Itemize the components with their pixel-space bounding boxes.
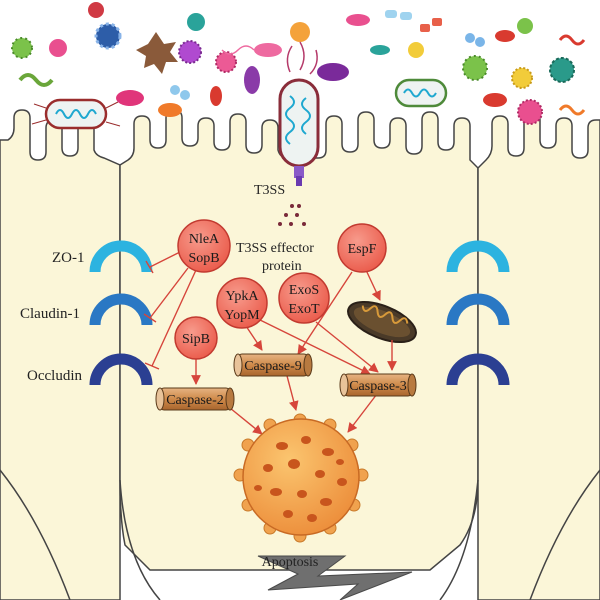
effector-exos-exot: ExoS ExoT [278,272,330,324]
caspase-3-label: Caspase-3 [349,379,407,394]
bacillus-magenta [116,90,144,106]
inhibit-zo1 [149,251,181,268]
coccus-yellow [408,42,424,58]
effector-espf: EspF [337,223,387,273]
apoptotic-cell [233,413,369,543]
cell-boundary-lower [0,469,600,600]
coccus-yellow-2 [511,67,533,89]
junction-claudin1-right [446,293,510,326]
cluster-orange-2 [432,18,442,26]
effector-espf-label: EspF [348,242,377,257]
junction-label-zo1: ZO-1 [52,250,85,266]
spirillum-green [18,73,54,87]
coccus-red [88,2,104,18]
arrow-espf-casp9 [297,271,353,355]
flagellum-pink [221,45,255,55]
coccus-lightblue [170,85,180,95]
inhibit-occludin [151,269,197,367]
inhibit-claudin1-bar [143,313,157,323]
effector-sipb-label: SipB [182,332,210,347]
arrow-espf-mito [365,269,381,301]
effector-nlea-label: NleA [189,232,220,247]
bacillus-orange [158,103,182,117]
arrow-ypka-casp3 [255,317,371,375]
caspase-2-label: Caspase-2 [166,393,224,408]
bacillus-red-2 [495,30,515,42]
apoptosis-label: Apoptosis [262,555,319,570]
effector-sipb: SipB [174,316,218,360]
t3ss-label: T3SS [254,183,285,198]
coccus-green-3 [517,18,533,34]
junction-label-claudin1: Claudin-1 [20,306,80,322]
cluster-orange [420,24,430,32]
epithelial-cell-left [0,109,121,600]
bacterium-rod-right [394,78,448,108]
effector-exot-label: ExoT [288,302,320,317]
caspase-9-label: Caspase-9 [244,359,302,374]
epithelial-cell-right [477,111,600,600]
coccus-purple [178,40,202,64]
bacillus-purple [244,66,260,94]
inhibit-claudin1 [149,267,189,319]
caspase-9: Caspase-9 [233,353,313,377]
bacillus-purple-2 [317,63,349,81]
coccus-teal [187,13,205,31]
junction-zo1-left [89,240,153,273]
t3ss-bacterium [278,41,320,186]
effector-yopm-label: YopM [224,308,260,323]
tight-junctions-right [446,240,510,386]
effector-ypka-yopm: YpkA YopM [216,277,268,329]
caspase-2: Caspase-2 [155,387,235,411]
spirillum-orange [558,104,586,116]
coccus-teal-2 [549,57,575,83]
bacillus-red-3 [483,93,507,107]
inhibition-lines [143,251,197,370]
bacillus-teal [370,45,390,55]
cluster-lightblue-2 [400,12,412,20]
coccus-green [11,37,33,59]
bacillus-red [210,86,222,106]
arrow-exos-casp3 [315,321,379,373]
effector-secretion-dots [278,204,306,226]
spirillum-red [558,34,586,46]
coccus-pink [49,39,67,57]
effector-label-line2: protein [262,259,302,274]
arrow-casp9-body [285,371,299,411]
mitochondrion [347,300,417,344]
coccus-orange [290,22,310,42]
effector-ypka-label: YpkA [226,289,260,304]
cluster-lightblue [385,10,397,18]
coccus-blue [94,22,122,50]
junction-label-occludin: Occludin [27,368,82,384]
coccus-green-2 [462,55,488,81]
coccus-blue-2 [465,33,475,43]
arrow-casp3-body [347,389,381,433]
virus-brown [136,32,178,74]
bacillus-pink [254,43,282,57]
effector-label-line1: T3SS effector [236,241,314,256]
apoptosis-bolt: Apoptosis [257,555,413,600]
coccus-pink-2 [215,51,237,73]
pathway-arrows [191,269,397,435]
effector-sopb-label: SopB [188,251,219,266]
effector-exos-label: ExoS [289,283,319,298]
inhibit-occludin-bar [144,362,160,370]
coccus-lightblue-2 [180,90,190,100]
coccus-pink-3 [517,99,543,125]
caspase-3: Caspase-3 [339,373,417,397]
coccus-blue-3 [475,37,485,47]
arrow-casp2-body [229,407,263,435]
effector-nlea-sopb: NleA SopB [177,219,231,273]
junction-occludin-left [89,353,153,386]
junction-zo1-right [446,240,510,273]
inhibit-zo1-bar [145,260,154,274]
arrow-ypka-casp9 [245,325,263,351]
bacillus-pink-2 [346,14,370,26]
gut-microbiota [11,2,586,130]
junction-occludin-right [446,353,510,386]
bacterium-rod-left [31,98,121,130]
